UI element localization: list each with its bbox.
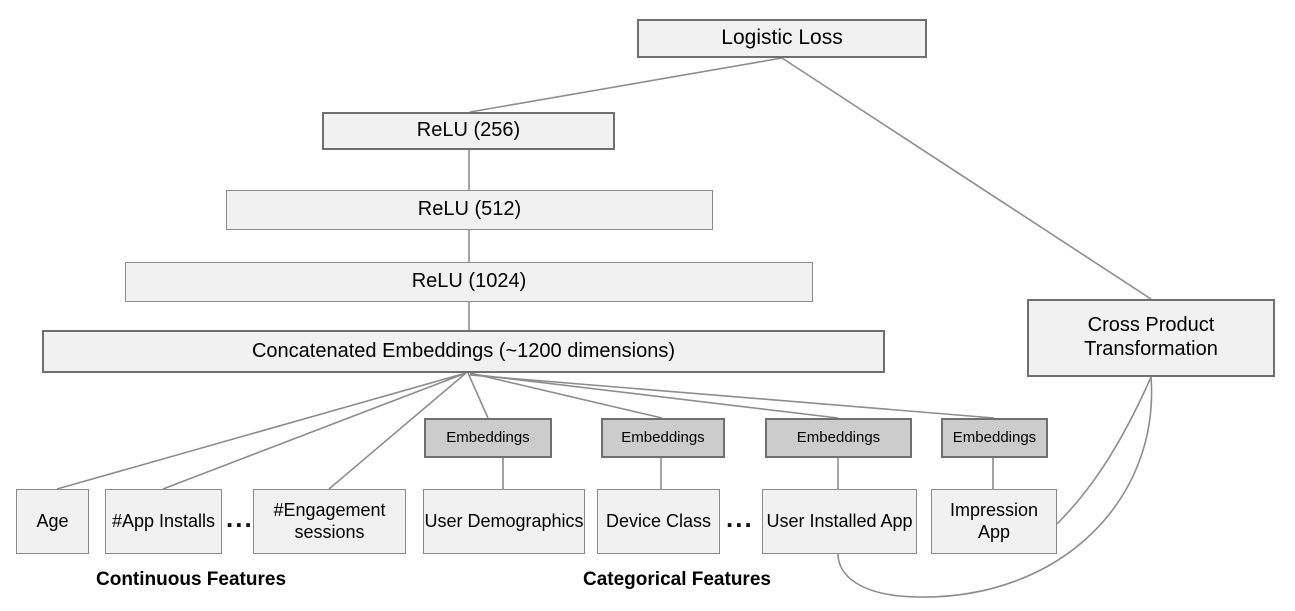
- edge-concat-to-embedding-2: [469, 372, 663, 419]
- node-embeddings-3[interactable]: Embeddings: [765, 418, 912, 458]
- group-label-categorical-features: Categorical Features: [583, 569, 771, 590]
- edge-concat-to-embedding-1: [467, 372, 489, 419]
- node-relu-256-label: ReLU (256): [416, 119, 521, 142]
- edge-loss-to-crossproduct: [781, 57, 1152, 300]
- node-feature-user-installed-app[interactable]: User Installed App: [762, 489, 917, 554]
- node-relu-256[interactable]: ReLU (256): [322, 112, 615, 150]
- edge-loss-to-relu256: [469, 57, 783, 113]
- edge-crossproduct-to-userinstalledapp: [837, 376, 1153, 598]
- node-feature-app-installs[interactable]: #App Installs: [105, 489, 222, 554]
- node-relu-512-label: ReLU (512): [417, 198, 522, 221]
- edge-concat-to-embedding-4: [469, 374, 995, 419]
- node-feature-app-installs-label: #App Installs: [111, 510, 216, 531]
- edge-concat-to-age: [56, 372, 467, 490]
- node-feature-age[interactable]: Age: [16, 489, 89, 554]
- node-feature-engagement-sessions[interactable]: #Engagement sessions: [253, 489, 406, 554]
- node-relu-512[interactable]: ReLU (512): [226, 190, 713, 230]
- node-feature-device-class-label: Device Class: [605, 510, 712, 531]
- edge-crossproduct-to-impressionapp: [1056, 376, 1152, 525]
- node-feature-user-demographics-label: User Demographics: [424, 510, 584, 531]
- edge-concat-to-appinstalls: [162, 372, 467, 490]
- node-feature-engagement-sessions-label: #Engagement sessions: [273, 500, 386, 542]
- ellipsis-categorical: ...: [726, 503, 754, 533]
- node-embeddings-3-label: Embeddings: [796, 429, 881, 447]
- edge-concat-to-embedding-3: [469, 373, 839, 419]
- node-cross-product-transformation-label: Cross Product Transformation: [1084, 314, 1218, 360]
- node-relu-1024-label: ReLU (1024): [411, 270, 527, 293]
- node-cross-product-transformation[interactable]: Cross Product Transformation: [1027, 299, 1275, 377]
- node-feature-device-class[interactable]: Device Class: [597, 489, 720, 554]
- node-embeddings-2-label: Embeddings: [621, 429, 705, 447]
- node-embeddings-4-label: Embeddings: [952, 429, 1037, 447]
- node-feature-user-demographics[interactable]: User Demographics: [423, 489, 585, 554]
- group-label-continuous-features: Continuous Features: [96, 569, 287, 590]
- node-concatenated-embeddings-label: Concatenated Embeddings (~1200 dimension…: [251, 339, 676, 362]
- node-feature-impression-app-label: Impression App: [949, 500, 1039, 542]
- node-feature-impression-app[interactable]: Impression App: [931, 489, 1057, 554]
- node-embeddings-1-label: Embeddings: [446, 429, 530, 447]
- node-embeddings-1[interactable]: Embeddings: [424, 418, 552, 458]
- node-embeddings-4[interactable]: Embeddings: [941, 418, 1048, 458]
- node-feature-age-label: Age: [36, 510, 69, 531]
- node-feature-user-installed-app-label: User Installed App: [766, 510, 913, 531]
- node-logistic-loss-label: Logistic Loss: [721, 26, 843, 50]
- node-logistic-loss[interactable]: Logistic Loss: [637, 19, 927, 58]
- node-concatenated-embeddings[interactable]: Concatenated Embeddings (~1200 dimension…: [42, 330, 885, 373]
- node-relu-1024[interactable]: ReLU (1024): [125, 262, 813, 302]
- ellipsis-continuous: ...: [226, 503, 254, 533]
- node-embeddings-2[interactable]: Embeddings: [601, 418, 725, 458]
